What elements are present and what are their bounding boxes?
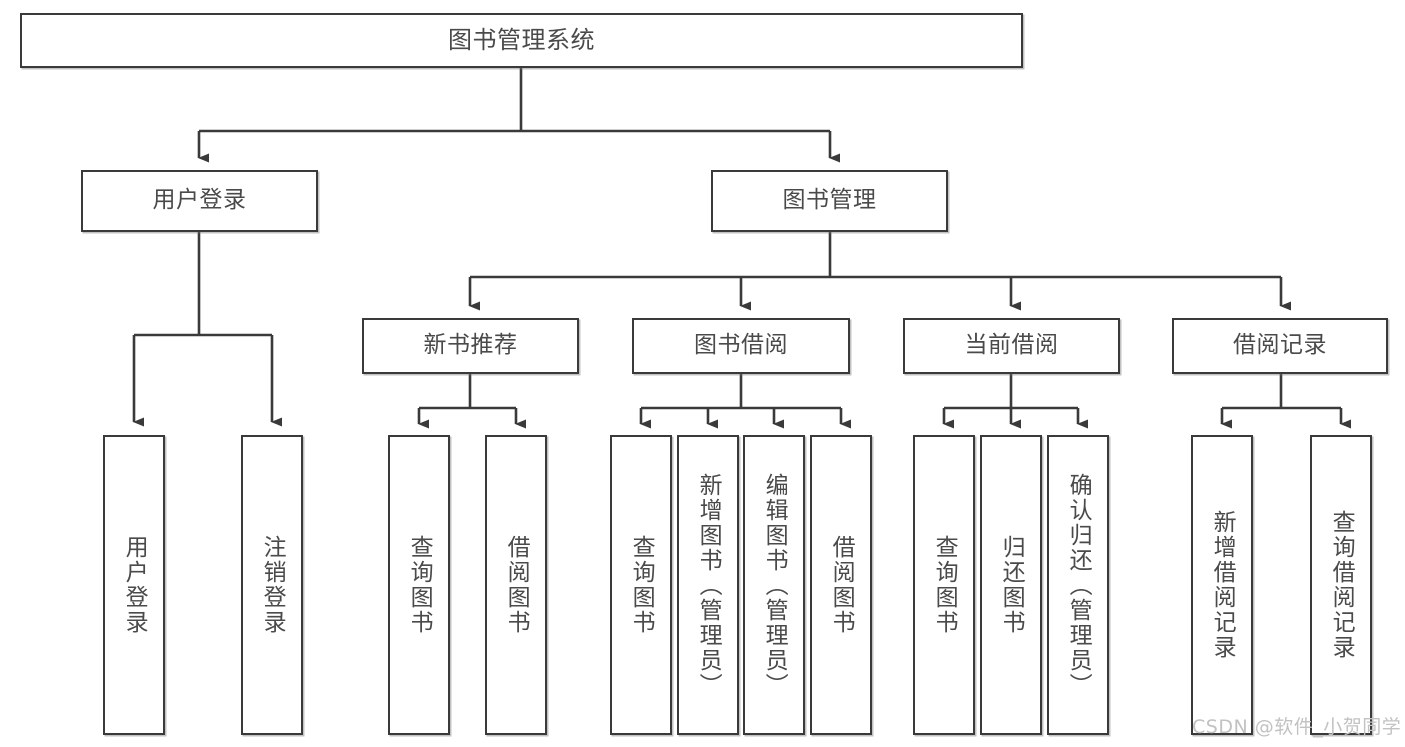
csdn-watermark: CSDN @软件_小贺同学: [1192, 716, 1402, 738]
node-book-management[interactable]: 图书管理: [711, 170, 948, 232]
node-label: 查询图书: [931, 535, 958, 635]
node-current-borrow[interactable]: 当前借阅: [903, 318, 1120, 374]
leaf-query-book-current[interactable]: 查询图书: [913, 435, 975, 735]
node-label: 当前借阅: [964, 332, 1059, 359]
node-label: 图书管理系统: [448, 26, 595, 55]
leaf-query-book[interactable]: 查询图书: [610, 435, 672, 735]
node-label: 注销登录: [259, 535, 286, 635]
node-label: 查询图书: [406, 535, 433, 635]
node-user-login[interactable]: 用户登录: [81, 170, 318, 232]
node-label: 查询借阅记录: [1328, 510, 1355, 660]
node-label: 新增图书（管理员）: [695, 472, 722, 698]
node-label: 借阅图书: [828, 535, 855, 635]
node-book-borrow[interactable]: 图书借阅: [632, 318, 850, 374]
leaf-edit-book-admin[interactable]: 编辑图书（管理员）: [743, 435, 805, 735]
node-borrow-record[interactable]: 借阅记录: [1172, 318, 1388, 374]
leaf-borrow-book[interactable]: 借阅图书: [810, 435, 872, 735]
node-label: 借阅记录: [1233, 332, 1327, 359]
leaf-add-borrow-record[interactable]: 新增借阅记录: [1191, 435, 1253, 735]
leaf-logout[interactable]: 注销登录: [241, 435, 303, 735]
node-label: 用户登录: [121, 535, 148, 635]
leaf-add-book-admin[interactable]: 新增图书（管理员）: [677, 435, 739, 735]
node-label: 用户登录: [152, 187, 247, 214]
leaf-confirm-return-admin[interactable]: 确认归还（管理员）: [1047, 435, 1109, 735]
node-label: 图书借阅: [694, 332, 788, 359]
node-label: 新书推荐: [423, 332, 518, 359]
node-label: 查询图书: [628, 535, 655, 635]
node-root-system[interactable]: 图书管理系统: [20, 13, 1023, 68]
node-label: 图书管理: [782, 187, 877, 214]
node-label: 确认归还（管理员）: [1065, 472, 1092, 698]
leaf-user-login[interactable]: 用户登录: [103, 435, 165, 735]
leaf-return-book[interactable]: 归还图书: [980, 435, 1042, 735]
node-label: 归还图书: [998, 535, 1025, 635]
node-label: 新增借阅记录: [1209, 510, 1236, 660]
node-new-book-recommend[interactable]: 新书推荐: [362, 318, 579, 374]
node-label: 编辑图书（管理员）: [761, 472, 788, 698]
leaf-query-book-recommend[interactable]: 查询图书: [388, 435, 450, 735]
node-label: 借阅图书: [503, 535, 530, 635]
leaf-query-borrow-record[interactable]: 查询借阅记录: [1310, 435, 1372, 735]
leaf-borrow-book-recommend[interactable]: 借阅图书: [485, 435, 547, 735]
